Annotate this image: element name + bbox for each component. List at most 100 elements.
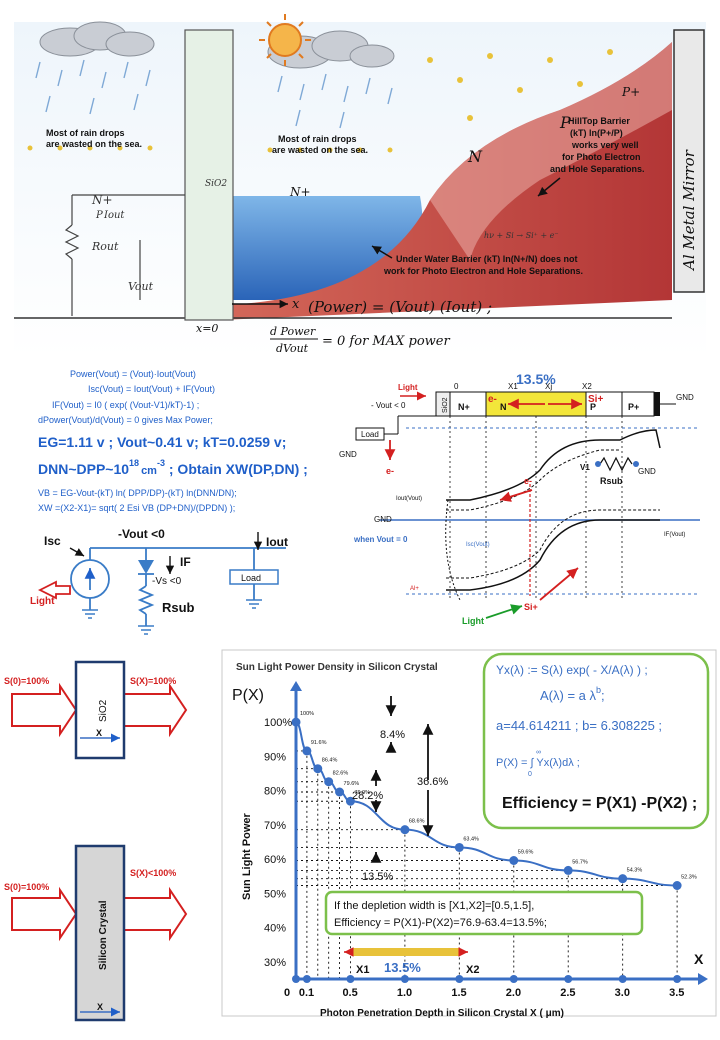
chart-note-line2: Efficiency = P(X1)-P(X2)=76.9-63.4=13.5%…: [334, 917, 547, 929]
annot-282: 28.2%: [352, 790, 383, 802]
band-dotted-columns: [449, 416, 623, 600]
band-gnd-mid: GND: [374, 515, 392, 524]
band-x0: 0: [454, 382, 459, 391]
formula-line1: Yx(λ) := S(λ) exp( - X/A(λ) ) ;: [496, 663, 648, 677]
annot-x1: X1: [356, 964, 369, 976]
chart-y-tick-label: 30%: [264, 957, 286, 969]
cloud-left: [39, 21, 155, 57]
chart-x-tick-mark: [292, 975, 300, 983]
svg-text:HillTop Barrier: HillTop Barrier: [568, 116, 630, 126]
landscape-x0-label: x=0: [196, 322, 218, 335]
circuit-load-box: [229, 569, 279, 585]
chart-y-tick-label: 100%: [264, 717, 292, 729]
slab-x-bottom: X: [97, 1002, 103, 1012]
chart-data-label: 82.6%: [333, 771, 349, 777]
chart-y-arrowhead: [290, 681, 302, 691]
chart-y-tick-label: 60%: [264, 854, 286, 866]
annot-xw-pct: 13.5%: [384, 960, 421, 975]
chart-data-label: 86.4%: [322, 758, 338, 764]
band-n-label: N: [500, 402, 507, 412]
dpower-numerator: d Power: [270, 325, 316, 338]
eq-line3: IF(Vout) = I0 ( exp( (Vout-V1)/kT)-1) ;: [52, 400, 199, 410]
band-light-green-arrow: [485, 604, 523, 619]
chart-x-tick-label: 0.1: [299, 987, 314, 999]
landscape-pplus: P+: [621, 85, 640, 99]
underwater-text: Under Water Barrier (kT) ln(N+/N) does n…: [383, 254, 583, 276]
band-eminus-down: e-: [386, 466, 394, 476]
band-pplus-label: P+: [628, 402, 639, 412]
eq-line6: DNN~DPP~1018cm-3 ; Obtain XW(DP,DN) ;: [38, 458, 308, 477]
chart-x-tick-label: 3.5: [669, 987, 684, 999]
chart-x-tick-label: 1.5: [451, 987, 466, 999]
band-p-box: [585, 391, 623, 417]
chart-data-label: 56.7%: [572, 859, 588, 865]
isc-arrow: [69, 547, 85, 557]
chart-x-tick-mark: [564, 975, 573, 983]
chart-data-point: [618, 874, 628, 884]
band-eminus-mid: e-: [524, 476, 532, 486]
annot-366: 36.6%: [417, 776, 448, 788]
slab-bottom-right-arrow: [123, 886, 188, 942]
landscape-illustration: SiO2 Al Metal Mirror N+ P Iout Rout Vout…: [14, 14, 706, 358]
chart-data-label: 100%: [300, 711, 314, 717]
circuit-iout-label: Iout: [266, 535, 288, 549]
band-light2-label: Light: [462, 616, 484, 626]
rain-text-mid: Most of rain drops are wasted on the sea…: [272, 134, 368, 155]
landscape-p-left: P: [95, 210, 103, 221]
band-siplus-bottom: Si+: [524, 602, 538, 612]
slab-silicon-group: S(0)=100% S(X)<100% Silicon Crystal X: [4, 844, 188, 1022]
chart-x-tick-label: 0: [284, 987, 290, 999]
formula-line5: Efficiency = P(X1) -P(X2) ;: [502, 795, 697, 812]
chart-x-tick-mark: [509, 975, 518, 983]
slab-top-left-arrow: [11, 682, 78, 738]
circuit-vs-label: -Vs <0: [152, 576, 182, 587]
chart-data-point: [454, 842, 464, 852]
annot-84: 8.4%: [380, 729, 405, 741]
formula-line2: A(λ) = a λb;: [540, 685, 605, 703]
formula-int-high: ∞: [536, 749, 541, 756]
slab-s0-bottom: S(0)=100%: [4, 882, 49, 892]
band-load-label: Load: [361, 430, 379, 439]
landscape-vout: Vout: [128, 280, 154, 293]
chart-y-tick-label: 80%: [264, 786, 286, 798]
hilltop-arrow: [537, 177, 561, 197]
chart-annotations: 8.4% 36.6% 28.2% 13.5% X1 X2 13.5%: [344, 696, 479, 976]
svg-text:Most of rain drops: Most of rain drops: [46, 128, 125, 138]
chart-x-symbol: X: [694, 951, 704, 967]
slab-sio2-label: SiO2: [98, 699, 109, 722]
slab-sio2-group: S(0)=100% S(X)=100% SiO2 X: [4, 660, 188, 760]
eq-line2: Isc(Vout) = Iout(Vout) + IF(Vout): [88, 384, 215, 394]
chart-title: Sun Light Power Density in Silicon Cryst…: [236, 662, 438, 673]
slab-silicon-box: [74, 844, 126, 1022]
eq-line7: VB = EG-Vout-(kT) ln( DPP/DP)-(kT) ln(DN…: [38, 488, 237, 498]
svg-text:(kT) ln(P+/P): (kT) ln(P+/P): [570, 128, 623, 138]
band-light-label: Light: [398, 383, 418, 392]
svg-text:and Hole Separations.: and Hole Separations.: [550, 164, 645, 174]
svg-text:are wasted on the sea.: are wasted on the sea.: [46, 139, 142, 149]
chart-points: [291, 717, 682, 890]
slab-bottom-left-arrow: [11, 886, 78, 942]
landscape-sio2-label: SiO2: [205, 179, 227, 189]
reaction-text: hν + Si → Si⁺ + e⁻: [484, 231, 559, 240]
chart-axes: [290, 681, 708, 985]
svg-text:for Photo Electron: for Photo Electron: [562, 152, 641, 162]
band-gnd-right: GND: [676, 393, 694, 402]
band-iout-label: Iout(Vout): [396, 496, 422, 502]
current-source: [70, 559, 110, 599]
hilltop-text: HillTop Barrier (kT) ln(P+/P) works very…: [550, 116, 645, 174]
equations-block: Power(Vout) = (Vout)·Iout(Vout) Isc(Vout…: [38, 369, 308, 513]
landscape-nplus-left: N+: [91, 193, 113, 207]
dpower-rhs: = 0 for MAX power: [322, 334, 450, 349]
band-valence-curve: [446, 519, 660, 591]
chart-data-point: [324, 777, 334, 787]
eq-line4: dPower(Vout)/d(Vout) = 0 gives Max Power…: [38, 415, 213, 425]
chart-x-tick-mark: [455, 975, 464, 983]
underwater-arrow: [371, 245, 393, 259]
landscape-nplus-water: N+: [289, 185, 311, 199]
band-xj: Xj: [545, 382, 552, 391]
band-gnd-rsub: GND: [638, 467, 656, 476]
band-metal-box: [654, 392, 660, 416]
band-pplus-box: [621, 391, 655, 417]
band-vout-label: - Vout < 0: [371, 401, 406, 410]
landscape-p-region: P: [559, 113, 571, 132]
